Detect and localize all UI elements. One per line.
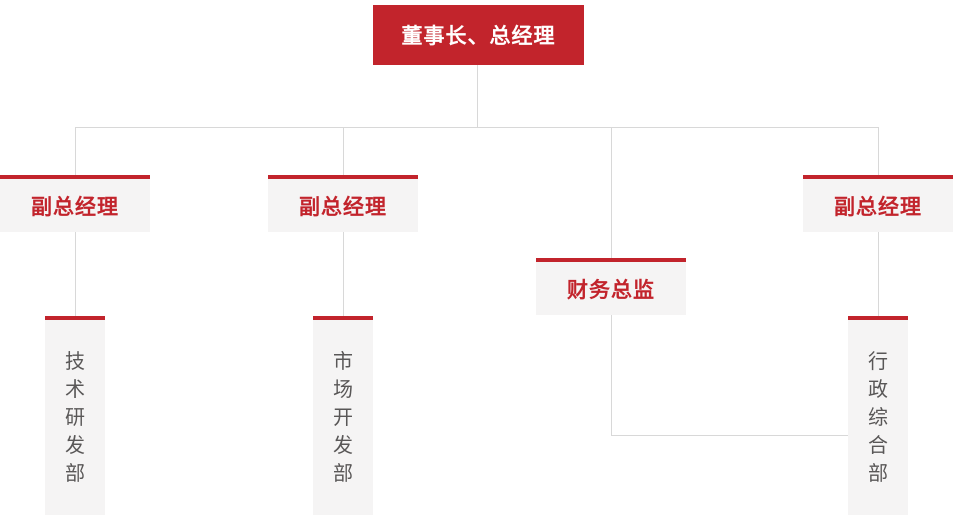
org-node-admin-general-dept: 行政综合部	[848, 316, 908, 515]
org-node-label: 董事长、总经理	[401, 25, 556, 48]
org-node-vp-2: 副总经理	[268, 175, 418, 232]
connector-root-drop	[477, 65, 478, 127]
org-node-label: 副总经理	[299, 195, 387, 219]
connector-vp1-to-dept	[75, 232, 76, 316]
connector-drop-finance	[611, 127, 612, 258]
org-node-finance-director: 财务总监	[536, 258, 686, 315]
org-node-market-dev-dept: 市场开发部	[313, 316, 373, 515]
connector-vp2-to-dept	[343, 232, 344, 316]
connector-finance-elbow-h	[611, 435, 848, 436]
org-node-vp-1: 副总经理	[0, 175, 150, 232]
connector-level2-bus	[75, 127, 879, 128]
connector-drop-vp2	[343, 127, 344, 175]
org-node-chairman-gm: 董事长、总经理	[373, 5, 584, 65]
org-node-tech-rd-dept: 技术研发部	[45, 316, 105, 515]
org-node-label: 副总经理	[834, 195, 922, 219]
connector-drop-vp1	[75, 127, 76, 175]
connector-finance-elbow-v	[611, 315, 612, 435]
org-node-label: 行政综合部	[868, 350, 888, 485]
org-node-label: 财务总监	[567, 278, 655, 302]
org-node-label: 市场开发部	[333, 350, 353, 485]
connector-drop-vp3	[878, 127, 879, 175]
connector-vp3-to-dept	[878, 232, 879, 316]
org-node-label: 副总经理	[31, 195, 119, 219]
org-node-label: 技术研发部	[65, 350, 85, 485]
org-node-vp-3: 副总经理	[803, 175, 953, 232]
